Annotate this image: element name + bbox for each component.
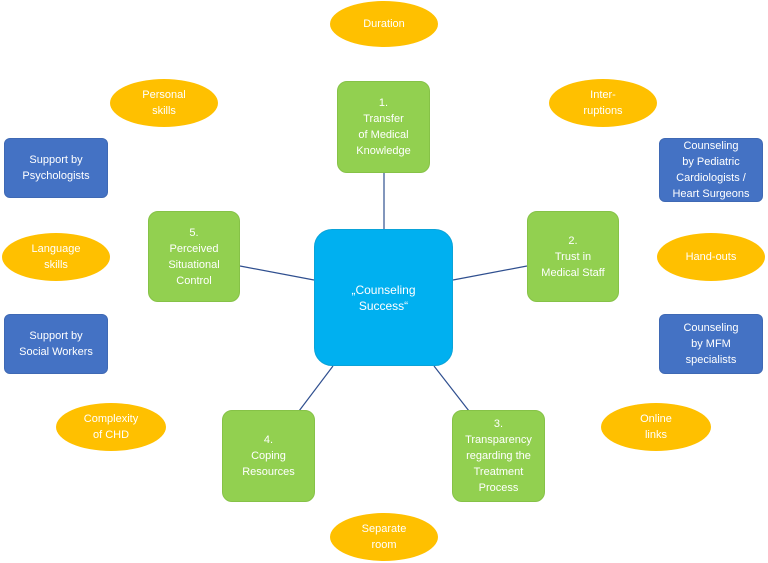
factor-perceived-situational-control: 5. Perceived Situational Control: [148, 211, 240, 302]
factor-transparency-treatment-process: 3. Transparency regarding the Treatment …: [452, 410, 545, 502]
influence-separate-room-oval: Separate room: [330, 513, 438, 561]
factor-transfer-of-medical-knowledge: 1. Transfer of Medical Knowledge: [337, 81, 430, 173]
influence-online-links-oval: Online links: [601, 403, 711, 451]
connector-center-factor-4: [298, 365, 334, 412]
counseling-pediatric-cardiologists-box: Counseling by Pediatric Cardiologists / …: [659, 138, 763, 202]
support-by-social-workers-box: Support by Social Workers: [4, 314, 108, 374]
factor-trust-in-medical-staff: 2. Trust in Medical Staff: [527, 211, 619, 302]
influence-hand-outs-oval: Hand-outs: [657, 233, 765, 281]
connector-center-factor-3: [433, 365, 470, 412]
influence-duration-oval: Duration: [330, 1, 438, 47]
connector-center-factor-5: [239, 265, 315, 281]
influence-interruptions-oval: Inter- ruptions: [549, 79, 657, 127]
counseling-success-node: „Counseling Success“: [314, 229, 453, 366]
connector-center-factor-2: [452, 265, 528, 281]
influence-language-skills-oval: Language skills: [2, 233, 110, 281]
factor-coping-resources: 4. Coping Resources: [222, 410, 315, 502]
support-by-psychologists-box: Support by Psychologists: [4, 138, 108, 198]
influence-complexity-of-chd-oval: Complexity of CHD: [56, 403, 166, 451]
influence-personal-skills-oval: Personal skills: [110, 79, 218, 127]
counseling-mfm-specialists-box: Counseling by MFM specialists: [659, 314, 763, 374]
